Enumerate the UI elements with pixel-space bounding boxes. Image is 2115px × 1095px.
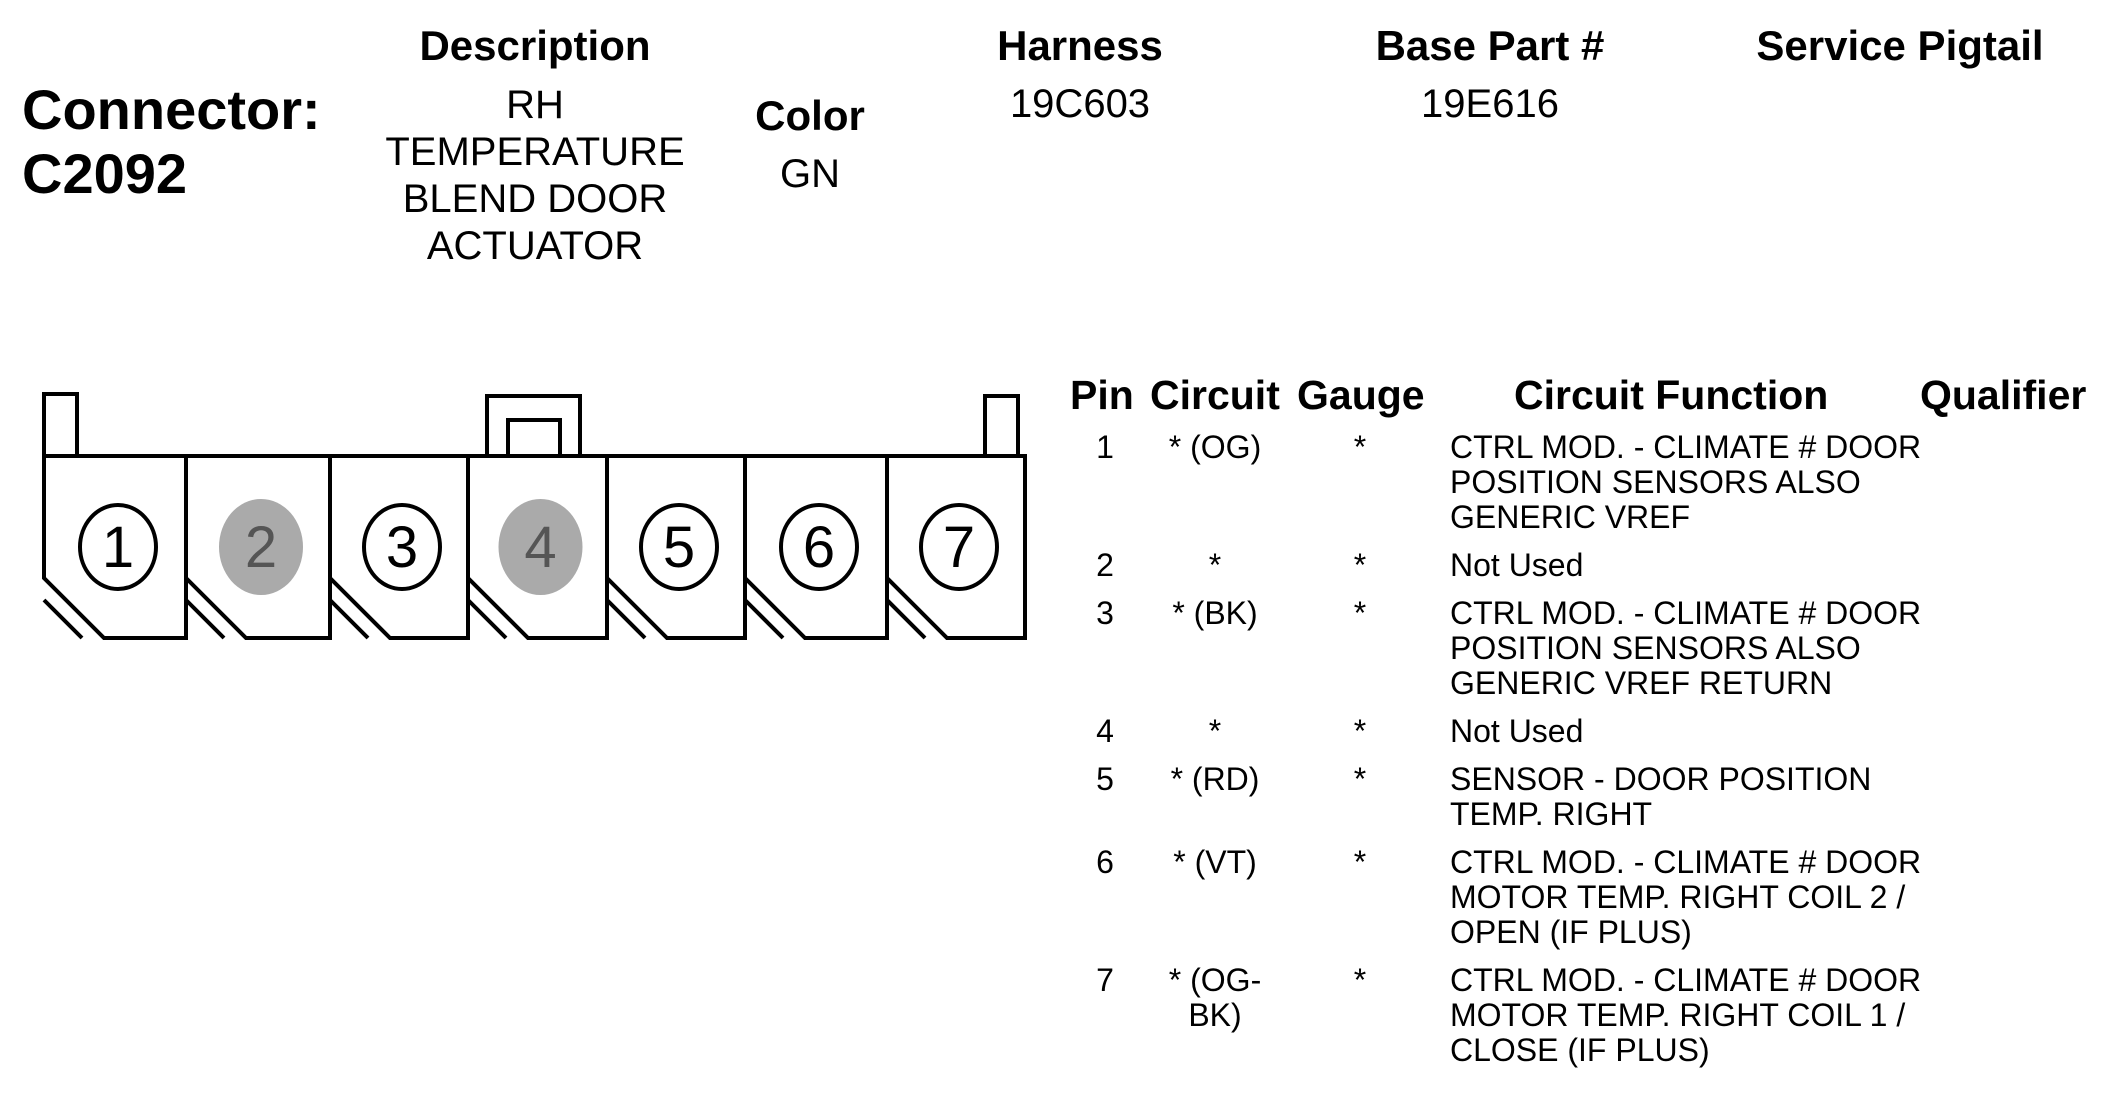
cavity-pin-5: 5 [605,454,747,640]
color-header: Color [755,92,865,139]
cavity-bevel [885,598,927,640]
pin-cell: 5 [1096,761,1114,797]
cavity-pin-1: 1 [42,454,188,640]
pin-circle [362,503,442,591]
circuit-function-cell: Not Used [1450,547,1584,583]
circuit-function-cell: CTRL MOD. - CLIMATE # DOOR POSITION SENS… [1450,595,1922,701]
pin-cell: 7 [1096,962,1114,998]
cavity-pin-6: 6 [743,454,889,640]
cavity-pin-2: 2 [184,454,332,640]
pin-cell: 3 [1096,595,1114,631]
circuit-function-cell: CTRL MOD. - CLIMATE # DOOR MOTOR TEMP. R… [1450,844,1922,950]
circuit-cell: * (VT) [1173,844,1257,880]
col-header-gauge: Gauge [1297,372,1425,418]
col-header-circuit-function: Circuit Function [1514,372,1829,418]
pin-cell: 4 [1096,713,1114,749]
center-lock-inner [506,418,562,458]
gauge-cell: * [1353,761,1367,797]
description-line: RH [506,83,564,127]
circuit-function-cell: SENSOR - DOOR POSITION TEMP. RIGHT [1450,761,1872,832]
pin-number-label: 4 [524,515,556,580]
description-line: TEMPERATURE [385,130,685,174]
connector-id: C2092 [22,142,188,205]
circuit-cell: * (OG) [1168,429,1262,465]
connector-label: Connector: [22,78,321,141]
circuit-function-cell: CTRL MOD. - CLIMATE # DOOR POSITION SENS… [1450,429,1922,535]
gauge-cell: * [1353,429,1367,465]
cavity-bevel [328,598,370,640]
gauge-cell: * [1353,713,1367,749]
base-part-value: 19E616 [1421,82,1559,126]
pin-number-label: 2 [245,515,277,580]
circuit-function-cell: CTRL MOD. - CLIMATE # DOOR MOTOR TEMP. R… [1450,962,1922,1068]
connector-face-diagram: 1 2 3 4 5 6 7 [42,392,1027,640]
harness-header: Harness [997,22,1163,69]
cavity-pin-7: 7 [885,454,1027,640]
gauge-cell: * [1353,962,1367,998]
cavity-outline [885,454,1027,640]
pin-number-label: 3 [386,515,418,580]
cavity-bevel [743,598,785,640]
base-part-header: Base Part # [1375,22,1605,69]
table-row: 7 * (OG- BK) * CTRL MOD. - CLIMATE # DOOR M… [1070,963,2110,1068]
pin-cell: 2 [1096,547,1114,583]
service-pigtail-header: Service Pigtail [1756,22,2044,69]
cavity-pin-3: 3 [328,454,470,640]
table-row: 1 * (OG) * CTRL MOD. - CLIMATE # DOOR POSIT… [1070,430,2110,535]
pin-number-label: 5 [663,515,695,580]
pin-cell: 6 [1096,844,1114,880]
table-row: 4 * * Not Used [1070,714,2110,749]
unused-pin-marker [498,499,583,595]
cavity-pin-4: 4 [466,454,609,640]
right-latch [983,394,1020,458]
col-header-circuit: Circuit [1150,372,1280,418]
circuit-function-cell: Not Used [1450,713,1584,749]
pin-cell: 1 [1096,429,1114,465]
description-header: Description [419,22,651,69]
col-header-qualifier: Qualifier [1920,372,2087,418]
pin-number-label: 7 [943,515,975,580]
col-header-pin: Pin [1070,372,1134,418]
cavity-bevel [605,598,647,640]
cavity-bevel [42,598,84,640]
pin-circle [78,503,158,591]
harness-value: 19C603 [1009,82,1151,126]
pin-number-label: 1 [102,515,134,580]
pin-circle [639,503,719,591]
connector-title: Connector: C2092 [22,78,321,206]
table-row: 2 * * Not Used [1070,548,2110,583]
pin-table: 1 * (OG) * CTRL MOD. - CLIMATE # DOOR POSIT… [1070,430,2110,1081]
circuit-cell: * (BK) [1172,595,1258,631]
pin-number-label: 6 [803,515,835,580]
description-line: BLEND DOOR [402,177,668,221]
color-value: GN [780,152,840,196]
cavity-bevel [184,598,226,640]
table-row: 3 * (BK) * CTRL MOD. - CLIMATE # DOOR POSIT… [1070,596,2110,701]
table-row: 5 * (RD) * SENSOR - DOOR POSITION TEMP. RIG… [1070,762,2110,832]
gauge-cell: * [1353,595,1367,631]
gauge-cell: * [1353,547,1367,583]
description-line: ACTUATOR [426,224,644,268]
circuit-cell: * [1208,713,1222,749]
gauge-cell: * [1353,844,1367,880]
circuit-cell: * (OG- BK) [1168,962,1262,1033]
table-row: 6 * (VT) * CTRL MOD. - CLIMATE # DOOR MOTOR… [1070,845,2110,950]
pin-circle [919,503,999,591]
circuit-cell: * [1208,547,1222,583]
pin-circle [779,503,859,591]
left-latch [42,392,79,458]
center-lock-outer [485,394,582,458]
cavity-bevel [466,598,508,640]
unused-pin-marker [219,499,303,595]
circuit-cell: * (RD) [1170,761,1260,797]
